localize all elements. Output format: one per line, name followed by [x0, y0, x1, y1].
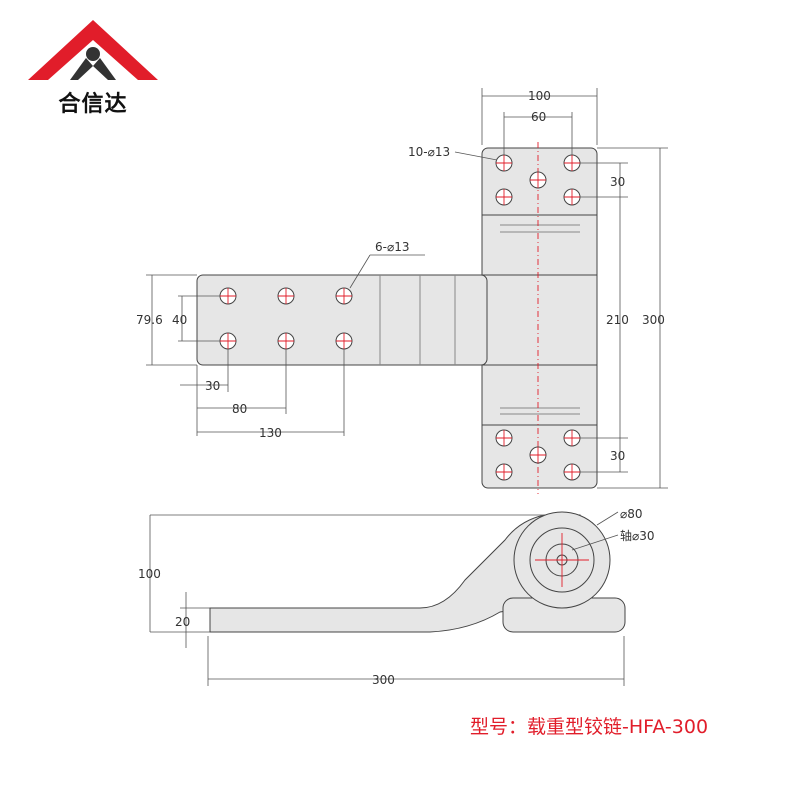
svg-text:130: 130	[259, 426, 282, 440]
model-caption: 型号：载重型铰链-HFA-300	[470, 716, 709, 738]
svg-text:30: 30	[610, 449, 625, 463]
svg-text:40: 40	[172, 313, 187, 327]
svg-text:20: 20	[175, 615, 190, 629]
svg-text:轴⌀30: 轴⌀30	[620, 528, 655, 543]
vertical-plate	[481, 147, 598, 489]
svg-text:80: 80	[232, 402, 247, 416]
side-view-dimensions: 100 20 300 ⌀80 轴⌀30	[138, 507, 655, 687]
svg-text:100: 100	[138, 567, 161, 581]
svg-text:300: 300	[372, 673, 395, 687]
svg-text:210: 210	[606, 313, 629, 327]
leaf-holes-callout: 6-⌀13	[349, 240, 425, 289]
svg-text:30: 30	[610, 175, 625, 189]
svg-text:⌀80: ⌀80	[620, 507, 643, 521]
top-holes-callout: 10-⌀13	[408, 145, 498, 161]
right-vertical-dimensions: 300 30 210 30	[580, 147, 668, 489]
svg-text:6-⌀13: 6-⌀13	[375, 240, 409, 254]
top-width-dimension: 100 60	[481, 88, 598, 155]
brand-name: 合信达	[58, 92, 128, 117]
svg-text:30: 30	[205, 379, 220, 393]
svg-text:60: 60	[531, 110, 546, 124]
svg-text:10-⌀13: 10-⌀13	[408, 145, 450, 159]
svg-text:100: 100	[528, 89, 551, 103]
svg-text:79.6: 79.6	[136, 313, 163, 327]
svg-text:300: 300	[642, 313, 665, 327]
hole-center-marks	[220, 155, 580, 480]
side-view	[209, 511, 626, 633]
horizontal-leaf	[196, 274, 488, 366]
leaf-horizontal-dimensions: 30 80 130	[180, 349, 345, 440]
brand-logo-icon	[28, 20, 158, 80]
leaf-height-dimensions: 79.6 40	[136, 274, 220, 366]
